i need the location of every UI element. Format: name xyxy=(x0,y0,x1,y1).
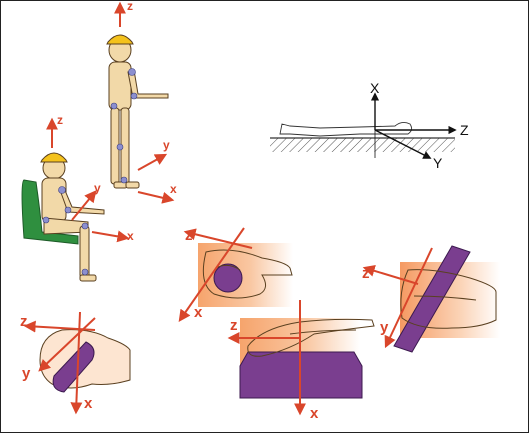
standing-y-label: y xyxy=(163,138,170,152)
standing-x-label: x xyxy=(170,182,177,196)
standing-figure: z y x xyxy=(106,0,177,204)
grip-cylinder-figure: z y x xyxy=(20,311,131,415)
standing-x-axis xyxy=(137,191,175,204)
seated-joint-knee xyxy=(81,222,89,230)
seated-joint-shoulder xyxy=(58,186,66,194)
grip-ball-x-label: x xyxy=(194,304,203,321)
grip-bar-handle xyxy=(393,245,471,353)
grip-bar-y-axis xyxy=(384,247,433,349)
grip-cylinder-y-axis xyxy=(38,317,96,372)
standing-joint-ankle xyxy=(120,176,128,184)
seated-z-label: z xyxy=(57,113,63,127)
seated-chair xyxy=(21,179,79,245)
seated-foot xyxy=(79,274,97,282)
flat-hand-x-label: x xyxy=(310,405,319,422)
seated-joint-hip xyxy=(42,216,50,224)
grip-bar-z-label: z xyxy=(362,265,370,282)
standing-joint-hip xyxy=(110,102,118,110)
grip-bar-finger xyxy=(413,295,477,301)
grip-ball-hand xyxy=(202,249,293,299)
flat-hand-finger xyxy=(289,329,357,335)
flat-hand-hand xyxy=(247,318,375,357)
grip-cylinder-x-axis xyxy=(70,311,83,415)
seated-helmet xyxy=(40,152,68,163)
lying-y-axis xyxy=(374,129,432,159)
grip-ball-finger xyxy=(215,264,241,271)
grip-ball-z-axis xyxy=(183,228,253,249)
grip-cylinder-z-label: z xyxy=(20,313,28,330)
lying-body xyxy=(279,121,413,137)
standing-y-axis xyxy=(137,153,168,171)
standing-joint-elbow xyxy=(130,92,138,100)
grip-bar-y-label: y xyxy=(380,319,389,336)
grip-bar-figure: z y xyxy=(362,245,500,353)
grip-ball-figure: z x xyxy=(178,227,293,322)
standing-z-label: z xyxy=(127,0,133,13)
lying-y-label: Y xyxy=(433,155,443,171)
standing-joint-knee xyxy=(116,143,124,151)
grip-cylinder-x-label: x xyxy=(84,395,93,412)
standing-foot-right xyxy=(125,181,140,189)
seated-figure: z y x xyxy=(21,113,134,282)
flat-hand-z-label: z xyxy=(230,317,238,334)
lying-figure: X Z Y xyxy=(270,80,469,171)
seated-y-axis xyxy=(71,190,97,221)
standing-torso xyxy=(108,61,132,111)
standing-joint-shoulder xyxy=(128,68,136,76)
grip-cylinder-cylinder xyxy=(52,341,95,393)
grip-ball-ball xyxy=(213,263,243,293)
grip-cylinder-y-label: y xyxy=(22,365,31,382)
standing-helmet xyxy=(106,34,134,45)
seated-joint-elbow xyxy=(64,206,72,214)
ground-hatch xyxy=(270,138,455,152)
seated-y-label: y xyxy=(94,181,101,195)
seated-torso xyxy=(41,177,67,223)
seated-x-label: x xyxy=(127,229,134,243)
seated-joint-ankle xyxy=(81,268,89,276)
grip-bar-z-axis xyxy=(362,265,419,285)
flat-hand-figure: z x xyxy=(227,300,375,422)
lying-z-label: Z xyxy=(460,122,469,138)
grip-ball-x-axis xyxy=(178,227,245,322)
seated-x-axis xyxy=(91,230,130,243)
lying-x-label: X xyxy=(370,80,380,96)
grip-ball-z-label: z xyxy=(185,227,193,244)
